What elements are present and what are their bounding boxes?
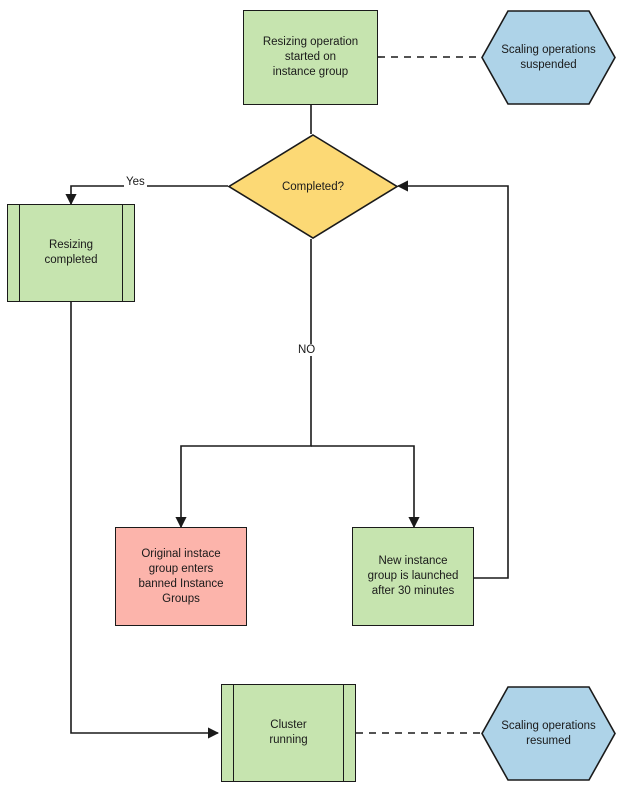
node-label: Scaling operations resumed <box>501 719 596 747</box>
edge-decision-yes-to-resizing-completed <box>65 185 228 206</box>
diamond-shape <box>228 134 398 239</box>
hexagon-shape <box>481 10 616 105</box>
predefined-process-bar-left <box>233 685 234 781</box>
node-label: Scaling operations suspended <box>501 43 596 71</box>
node-original-group-banned[interactable]: Original instace group enters banned Ins… <box>115 527 247 626</box>
predefined-process-bar-left <box>19 205 20 301</box>
node-label: Completed? <box>281 180 344 193</box>
edge-new-group-back-to-decision <box>396 180 509 579</box>
node-label: Cluster running <box>269 719 308 746</box>
node-resizing-operation-started[interactable]: Resizing operation started on instance g… <box>243 10 378 105</box>
node-cluster-running[interactable]: Cluster running <box>221 684 356 782</box>
node-scaling-operations-suspended[interactable]: Scaling operations suspended <box>481 10 616 105</box>
hexagon-shape <box>481 686 616 781</box>
edge-decision-no-to-original-banned <box>175 239 312 529</box>
node-scaling-operations-resumed[interactable]: Scaling operations resumed <box>481 686 616 781</box>
node-resizing-completed[interactable]: Resizing completed <box>7 204 135 302</box>
node-label: Resizing completed <box>44 239 98 266</box>
node-completed-decision[interactable]: Completed? <box>228 134 398 239</box>
node-new-instance-group-launched[interactable]: New instance group is launched after 30 … <box>352 527 474 626</box>
edge-resizing-completed-to-cluster-running <box>70 302 220 739</box>
predefined-process-bar-right <box>122 205 123 301</box>
node-label: Original instace group enters banned Ins… <box>138 547 224 605</box>
edge-label-yes: Yes <box>124 176 147 188</box>
node-label: Resizing operation started on instance g… <box>262 36 359 78</box>
predefined-process-bar-right <box>343 685 344 781</box>
edge-decision-no-to-new-group <box>311 445 420 529</box>
edge-label-no: NO <box>296 344 318 356</box>
node-label: New instance group is launched after 30 … <box>367 555 459 597</box>
